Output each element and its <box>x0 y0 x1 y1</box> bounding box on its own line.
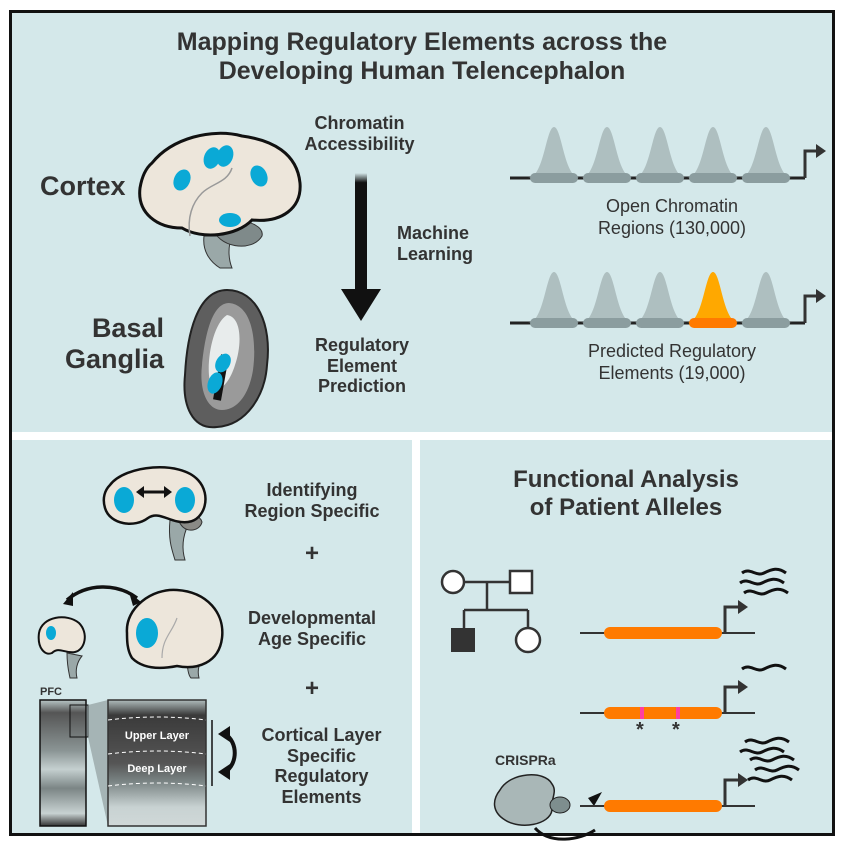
title-line-2: Developing Human Telencephalon <box>218 56 626 85</box>
patient-mutant-allele-track <box>580 663 787 719</box>
chromatin-region <box>636 173 684 183</box>
chromatin-region <box>530 173 578 183</box>
ml-line-1: Machine <box>397 223 470 243</box>
peak <box>528 272 580 323</box>
highlighted-peak <box>687 272 739 323</box>
low-expression-transcript <box>741 663 787 672</box>
track-2-line-1: Predicted Regulatory <box>587 341 757 361</box>
rep-line-2: Element <box>326 355 398 376</box>
cortical-line-4: Elements <box>281 787 362 808</box>
mutant-enhancer-element <box>604 707 722 719</box>
ml-line-2: Learning <box>397 243 474 264</box>
chromatin-region <box>583 173 631 183</box>
region-specific-label: Identifying Region Specific <box>222 480 402 521</box>
developmental-age-brains-icon <box>37 585 224 679</box>
crispra-label: CRISPRa <box>495 752 556 768</box>
track-2-line-2: Elements (19,000) <box>598 362 746 383</box>
peak <box>687 127 739 178</box>
peak <box>581 272 633 323</box>
title-line-1: Mapping Regulatory Elements across the <box>176 28 668 56</box>
chromatin-region <box>742 173 790 183</box>
plus-sign-1: + <box>304 540 319 567</box>
chromatin-accessibility-label: Chromatin Accessibility <box>292 113 427 154</box>
functional-analysis-title: Functional Analysis of Patient Alleles <box>420 466 832 521</box>
promoter-arrowhead <box>816 289 826 303</box>
highlighted-region <box>689 318 737 328</box>
promoter-arrow-icon <box>803 149 818 178</box>
promoter-arrow-icon <box>803 294 818 323</box>
bottom-left-panel: Identifying Region Specific + Developmen… <box>12 440 412 833</box>
open-chromatin-label: Open Chromatin Regions (130,000) <box>562 196 782 239</box>
very-high-expression-transcripts <box>739 736 800 783</box>
mutation-site-2 <box>676 707 680 719</box>
cortical-line-1: Cortical Layer <box>261 725 382 745</box>
pedigree-chart-icon <box>440 569 542 654</box>
cortical-line-2: Specific <box>286 745 357 766</box>
basal-ganglia-line-1: Basal <box>91 313 164 343</box>
region-specific-brain-icon <box>102 466 207 561</box>
mutation-marker-1: * <box>636 719 644 741</box>
cortical-layer-label: Cortical Layer Specific Regulatory Eleme… <box>234 725 409 808</box>
basal-ganglia-section-icon <box>183 288 269 429</box>
high-expression-transcripts <box>739 567 789 596</box>
upper-layer-label: Upper Layer <box>124 730 190 742</box>
basal-ganglia-line-2: Ganglia <box>64 344 164 375</box>
track-1-line-1: Open Chromatin <box>605 196 739 216</box>
track-1-line-2: Regions (130,000) <box>597 217 747 238</box>
deep-layer-label: Deep Layer <box>127 763 187 775</box>
chromatin-region <box>583 318 631 328</box>
region-line-1: Identifying <box>266 480 358 500</box>
crispra-activated-allele-track <box>580 736 800 812</box>
chromatin-region <box>689 173 737 183</box>
enhancer-element <box>604 627 722 639</box>
wildtype-allele-track <box>580 567 789 639</box>
region-line-2: Region Specific <box>244 500 380 521</box>
fa-line-2: of Patient Alleles <box>529 493 723 521</box>
cortical-line-3: Regulatory <box>274 766 369 787</box>
graphical-abstract-frame: Mapping Regulatory Elements across the D… <box>9 10 835 841</box>
age-specific-label: Developmental Age Specific <box>222 608 402 649</box>
pfc-label: PFC <box>40 686 62 698</box>
crispra-protein-icon <box>493 774 596 841</box>
peak <box>634 127 686 178</box>
pipeline-down-arrow-icon <box>341 173 381 321</box>
plus-sign-2: + <box>304 675 319 702</box>
peak <box>581 127 633 178</box>
chromatin-line-1: Chromatin <box>314 113 405 133</box>
regulatory-element-prediction-label: Regulatory Element Prediction <box>302 335 422 397</box>
fa-line-1: Functional Analysis <box>513 466 739 493</box>
mutation-marker-2: * <box>672 719 680 741</box>
cortex-brain-icon <box>138 131 302 269</box>
age-line-2: Age Specific <box>257 628 367 649</box>
top-panel: Mapping Regulatory Elements across the D… <box>12 13 832 432</box>
crispra-arrowhead <box>588 792 602 806</box>
mutation-site-1 <box>640 707 644 719</box>
cortex-label: Cortex <box>40 171 126 201</box>
open-chromatin-track <box>510 127 826 183</box>
machine-learning-label: Machine Learning <box>397 223 473 264</box>
peak <box>740 272 792 323</box>
rep-line-1: Regulatory <box>314 335 410 355</box>
rep-line-3: Prediction <box>317 376 406 397</box>
main-title: Mapping Regulatory Elements across the D… <box>12 28 832 86</box>
peak <box>740 127 792 178</box>
chromatin-region <box>742 318 790 328</box>
pfc-section-image <box>39 699 237 827</box>
activated-enhancer-element <box>604 800 722 812</box>
chromatin-line-2: Accessibility <box>304 133 415 154</box>
age-line-1: Developmental <box>247 608 377 628</box>
predicted-regulatory-track <box>510 272 826 328</box>
predicted-regulatory-label: Predicted Regulatory Elements (19,000) <box>542 341 802 384</box>
chromatin-region <box>636 318 684 328</box>
chromatin-region <box>530 318 578 328</box>
bottom-right-panel: Functional Analysis of Patient Alleles <box>420 440 832 841</box>
peak <box>528 127 580 178</box>
peak <box>634 272 686 323</box>
promoter-arrowhead <box>816 144 826 158</box>
basal-ganglia-label: Basal Ganglia <box>52 313 164 375</box>
